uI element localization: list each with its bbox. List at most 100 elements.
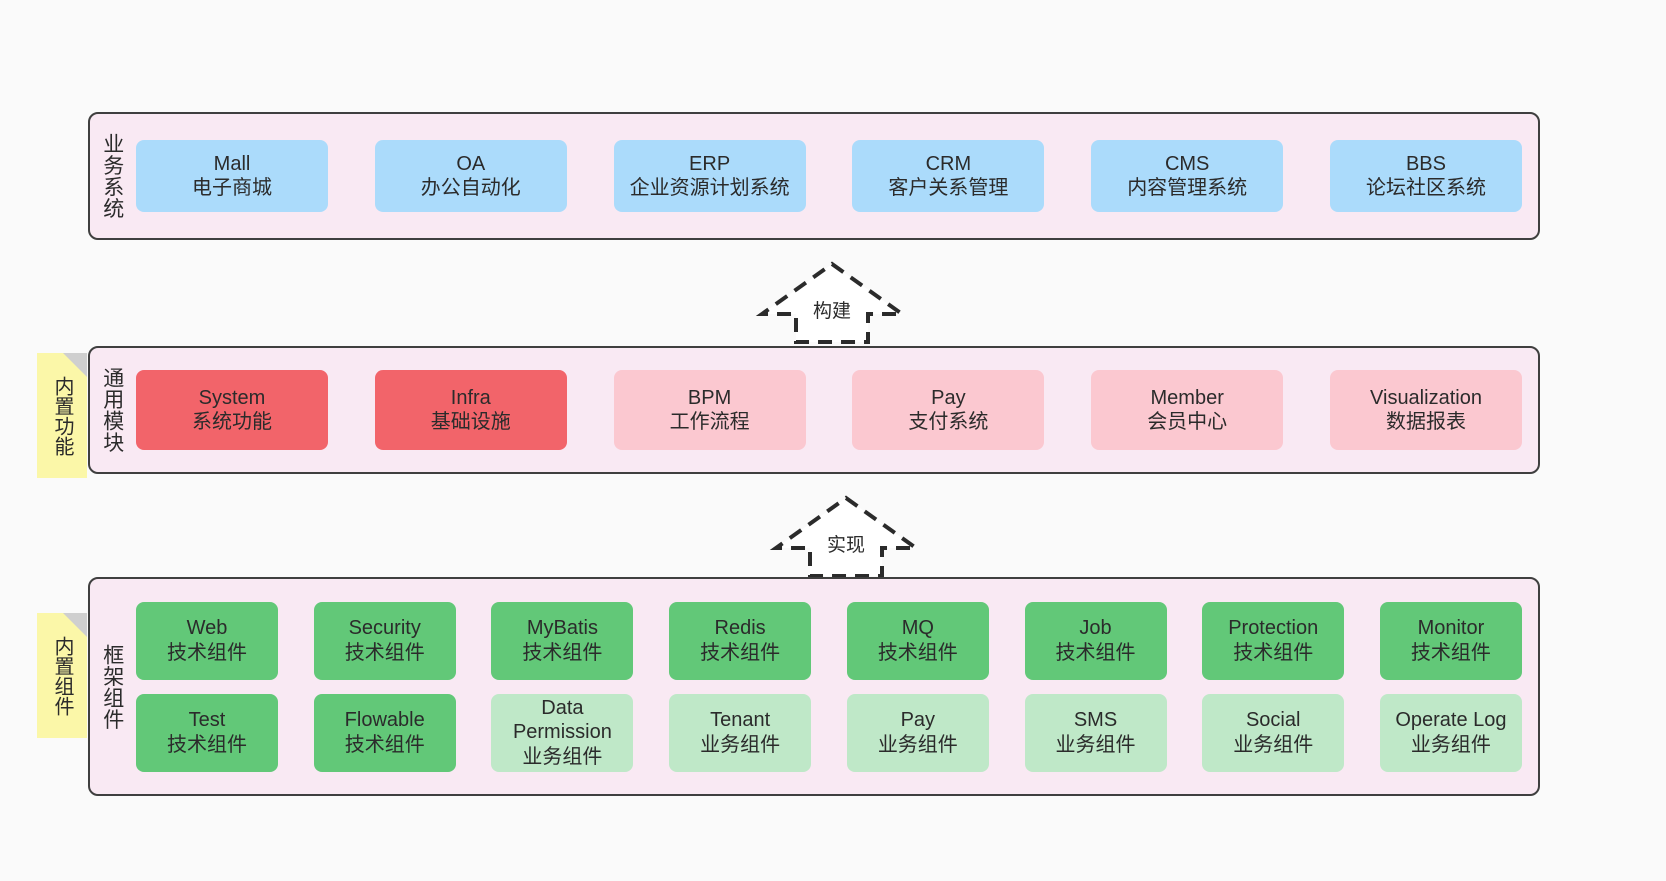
card-title: Monitor — [1417, 617, 1485, 640]
sticky-note-label: 内置功能 — [51, 375, 73, 456]
card-title: Operate Log — [1395, 709, 1507, 732]
card-subtitle: 电子商城 — [192, 177, 272, 199]
sticky-note-builtin-features: 内置功能 — [37, 353, 87, 478]
card-subtitle: 基础设施 — [430, 411, 511, 433]
card-title: CRM — [925, 152, 972, 175]
card-title: SMS — [1073, 709, 1118, 732]
layer-label-common-modules: 通用模块 — [100, 367, 124, 453]
card-subtitle: 会员中心 — [1147, 411, 1228, 433]
card-flowable[interactable]: Flowable 技术组件 — [313, 693, 456, 772]
card-subtitle: 技术组件 — [1233, 641, 1314, 664]
card-erp[interactable]: ERP 企业资源计划系统 — [613, 140, 806, 212]
card-redis[interactable]: Redis 技术组件 — [669, 601, 812, 680]
card-title: Web — [186, 617, 228, 640]
card-row: Mall 电子商城 OA 办公自动化 ERP 企业资源计划系统 CRM 客户关系… — [136, 140, 1522, 212]
card-subtitle: 业务组件 — [877, 733, 958, 756]
card-subtitle: 技术组件 — [522, 641, 603, 664]
card-title: MyBatis — [526, 617, 598, 640]
card-monitor[interactable]: Monitor 技术组件 — [1379, 601, 1522, 680]
card-protection[interactable]: Protection 技术组件 — [1202, 601, 1345, 680]
card-title: Flowable — [344, 709, 425, 732]
card-title: Visualization — [1370, 386, 1482, 409]
card-subtitle: 内容管理系统 — [1127, 177, 1248, 199]
card-oa[interactable]: OA 办公自动化 — [374, 140, 567, 212]
arrow-implement: 实现 — [766, 492, 926, 580]
card-social[interactable]: Social 业务组件 — [1202, 693, 1345, 772]
card-title: System — [198, 386, 266, 409]
layer-label-framework-components: 框架组件 — [100, 643, 124, 730]
card-subtitle: 技术组件 — [167, 733, 247, 756]
card-title: BBS — [1405, 152, 1446, 175]
arrow-implement-label: 实现 — [826, 535, 865, 556]
card-subtitle: 业务组件 — [1055, 733, 1136, 756]
card-mq[interactable]: MQ 技术组件 — [846, 601, 989, 680]
card-job[interactable]: Job 技术组件 — [1024, 601, 1167, 680]
card-security[interactable]: Security 技术组件 — [313, 601, 456, 680]
card-title: CMS — [1164, 152, 1210, 175]
card-test[interactable]: Test 技术组件 — [136, 693, 278, 772]
card-title: Pay — [900, 709, 936, 732]
card-title: Protection — [1228, 617, 1319, 640]
card-infra[interactable]: Infra 基础设施 — [374, 370, 567, 450]
card-bbs[interactable]: BBS 论坛社区系统 — [1329, 140, 1522, 212]
card-data-permission[interactable]: Data Permission 业务组件 — [491, 693, 634, 772]
card-title: Security — [348, 617, 421, 640]
card-title: OA — [456, 152, 486, 175]
card-subtitle: 技术组件 — [700, 641, 781, 664]
arrow-build-label: 构建 — [812, 301, 851, 322]
card-subtitle: 业务组件 — [1233, 733, 1314, 756]
card-subtitle: 工作流程 — [669, 411, 750, 433]
card-title: Member — [1150, 386, 1224, 409]
sticky-fold-icon — [63, 613, 87, 637]
card-title: BPM — [687, 386, 732, 409]
card-subtitle: 技术组件 — [1055, 641, 1136, 664]
card-row: System 系统功能 Infra 基础设施 BPM 工作流程 Pay 支付系统… — [136, 370, 1522, 450]
arrow-build: 构建 — [752, 258, 912, 346]
card-row: Web 技术组件 Security 技术组件 MyBatis 技术组件 Redi… — [136, 601, 1522, 680]
sticky-note-builtin-components: 内置组件 — [37, 613, 87, 738]
card-bpm[interactable]: BPM 工作流程 — [613, 370, 806, 450]
card-subtitle: 技术组件 — [344, 641, 425, 664]
card-system[interactable]: System 系统功能 — [136, 370, 328, 450]
card-tenant[interactable]: Tenant 业务组件 — [669, 693, 812, 772]
card-subtitle: 技术组件 — [167, 641, 247, 664]
layer-label-business-systems: 业务系统 — [100, 133, 124, 219]
card-subtitle: 技术组件 — [1410, 641, 1491, 664]
layer-framework-components: 框架组件 Web 技术组件 Security 技术组件 MyBatis 技术组件… — [88, 577, 1540, 796]
card-title: Mall — [213, 152, 251, 175]
card-title: ERP — [689, 152, 731, 175]
card-title: Social — [1245, 709, 1301, 732]
card-subtitle: 数据报表 — [1385, 411, 1466, 433]
card-subtitle: 企业资源计划系统 — [629, 177, 790, 199]
card-cms[interactable]: CMS 内容管理系统 — [1091, 140, 1284, 212]
sticky-note-label: 内置组件 — [51, 635, 73, 716]
card-subtitle: 业务组件 — [522, 745, 603, 768]
card-pay-business[interactable]: Pay 业务组件 — [846, 693, 989, 772]
card-mall[interactable]: Mall 电子商城 — [136, 140, 328, 212]
card-subtitle: 业务组件 — [700, 733, 781, 756]
card-visualization[interactable]: Visualization 数据报表 — [1329, 370, 1522, 450]
card-row: Test 技术组件 Flowable 技术组件 Data Permission … — [136, 693, 1522, 772]
card-title: MQ — [901, 617, 934, 640]
layer-body-common-modules: System 系统功能 Infra 基础设施 BPM 工作流程 Pay 支付系统… — [134, 348, 1538, 472]
layer-common-modules: 通用模块 System 系统功能 Infra 基础设施 BPM 工作流程 Pay… — [88, 346, 1540, 474]
card-title: Infra — [450, 386, 491, 409]
card-title: Job — [1079, 617, 1112, 640]
card-title: Redis — [714, 617, 766, 640]
card-crm[interactable]: CRM 客户关系管理 — [852, 140, 1045, 212]
card-mybatis[interactable]: MyBatis 技术组件 — [491, 601, 634, 680]
card-subtitle: 业务组件 — [1410, 733, 1491, 756]
card-title: Tenant — [710, 709, 771, 732]
card-subtitle: 支付系统 — [908, 411, 989, 433]
card-web[interactable]: Web 技术组件 — [136, 601, 278, 680]
card-subtitle: 技术组件 — [344, 733, 425, 756]
card-sms[interactable]: SMS 业务组件 — [1024, 693, 1167, 772]
card-subtitle: 论坛社区系统 — [1365, 177, 1486, 199]
card-operate-log[interactable]: Operate Log 业务组件 — [1379, 693, 1522, 772]
layer-business-systems: 业务系统 Mall 电子商城 OA 办公自动化 ERP 企业资源计划系统 CRM… — [88, 112, 1540, 240]
card-subtitle: 办公自动化 — [420, 177, 521, 199]
card-pay[interactable]: Pay 支付系统 — [852, 370, 1045, 450]
card-member[interactable]: Member 会员中心 — [1091, 370, 1284, 450]
card-subtitle: 系统功能 — [192, 411, 272, 433]
arrow-implement-icon — [769, 495, 923, 578]
